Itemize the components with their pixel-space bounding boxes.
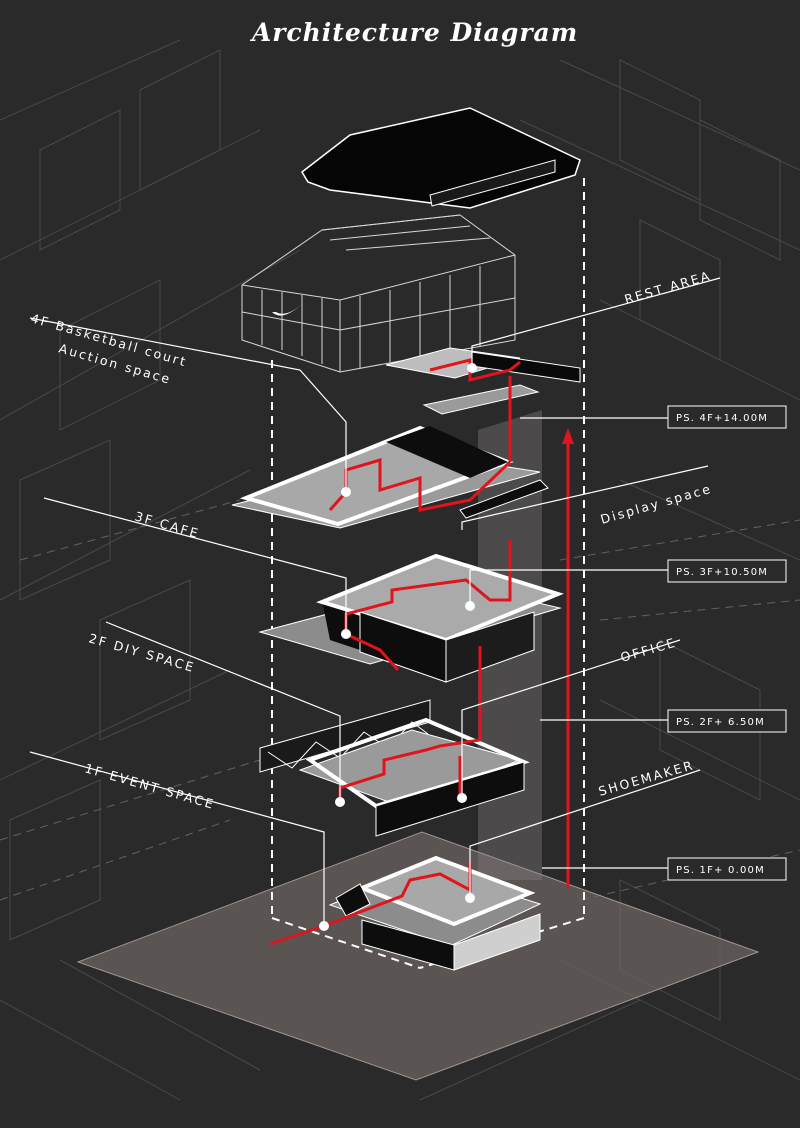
leader-lines	[29, 277, 721, 926]
rest-area-marker-icon	[467, 363, 477, 373]
floor-2f-diy	[259, 699, 530, 837]
diy-marker-icon	[335, 797, 345, 807]
rest-area-level	[385, 347, 581, 415]
svg-text:PS. 3F+10.50M: PS. 3F+10.50M	[676, 567, 768, 578]
leader-markers	[319, 363, 477, 931]
circulation-arrow-up-icon	[562, 428, 574, 444]
diagram-title: Architecture Diagram	[251, 18, 579, 47]
floor-4f-basketball	[231, 425, 549, 529]
label-rest-area: REST AREA	[623, 268, 713, 307]
level-tag-1f: PS. 1F+ 0.00M	[667, 857, 787, 881]
event-marker-icon	[319, 921, 329, 931]
wireframe-gable-volume	[241, 214, 516, 373]
level-tag-2f: PS. 2F+ 6.50M	[667, 709, 787, 733]
label-display-space: Display space	[599, 481, 714, 527]
cafe-marker-2-icon	[465, 601, 475, 611]
office-marker-icon	[457, 793, 467, 803]
svg-text:PS. 2F+ 6.50M: PS. 2F+ 6.50M	[676, 717, 765, 728]
level-tag-3f: PS. 3F+10.50M	[667, 559, 787, 583]
cafe-marker-icon	[341, 629, 351, 639]
label-shoemaker: SHOEMAKER	[597, 757, 696, 799]
svg-text:PS. 4F+14.00M: PS. 4F+14.00M	[676, 413, 768, 424]
shoemaker-marker-icon	[465, 893, 475, 903]
roof-volume	[301, 107, 581, 209]
basketball-marker-icon	[341, 487, 351, 497]
label-2f-diy-space: 2F DIY SPACE	[87, 630, 197, 675]
circulation-paths	[269, 358, 570, 946]
level-tag-4f: PS. 4F+14.00M	[667, 405, 787, 429]
brand-swoosh-icon	[272, 304, 302, 316]
background-dashed-grid	[0, 499, 800, 901]
floor-3f-cafe	[258, 553, 564, 683]
label-office: OFFICE	[619, 635, 679, 665]
svg-text:PS. 1F+ 0.00M: PS. 1F+ 0.00M	[676, 865, 765, 876]
floor-1f-event	[328, 855, 542, 971]
label-1f-event-space: 1F EVENT SPACE	[83, 760, 217, 812]
